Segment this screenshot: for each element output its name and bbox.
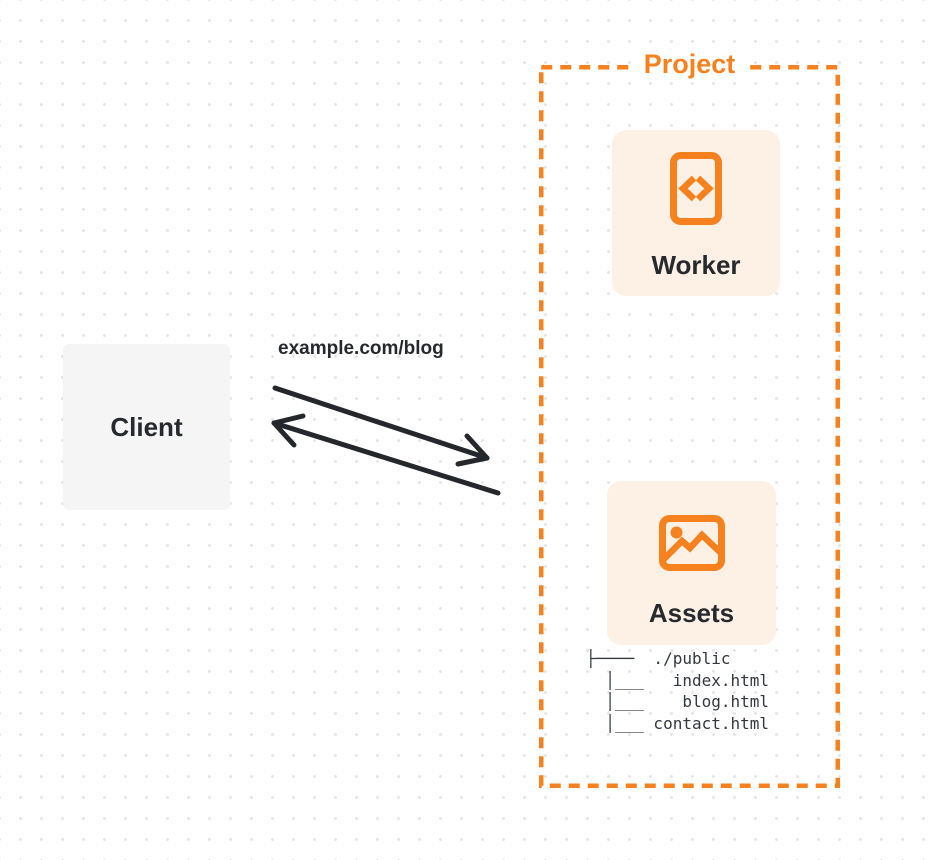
worker-code-icon bbox=[670, 152, 722, 225]
worker-card: Worker bbox=[612, 130, 780, 296]
assets-image-icon bbox=[658, 515, 725, 571]
request-response-arrows bbox=[271, 385, 501, 496]
assets-label: Assets bbox=[648, 598, 735, 628]
worker-label: Worker bbox=[651, 250, 741, 280]
project-container: Project Worker Assets ├──── ./public │__… bbox=[539, 48, 840, 788]
request-url-label: example.com/blog bbox=[278, 338, 444, 359]
assets-card: Assets bbox=[607, 481, 776, 645]
project-label: Project bbox=[633, 48, 746, 80]
request-arrow-right bbox=[272, 385, 490, 467]
client-card: Client bbox=[63, 344, 230, 510]
client-label: Client bbox=[110, 411, 183, 442]
project-dashed-border bbox=[539, 65, 840, 788]
response-arrow-left bbox=[271, 413, 501, 496]
file-tree: ├──── ./public │___ index.html │___ blog… bbox=[586, 649, 770, 733]
